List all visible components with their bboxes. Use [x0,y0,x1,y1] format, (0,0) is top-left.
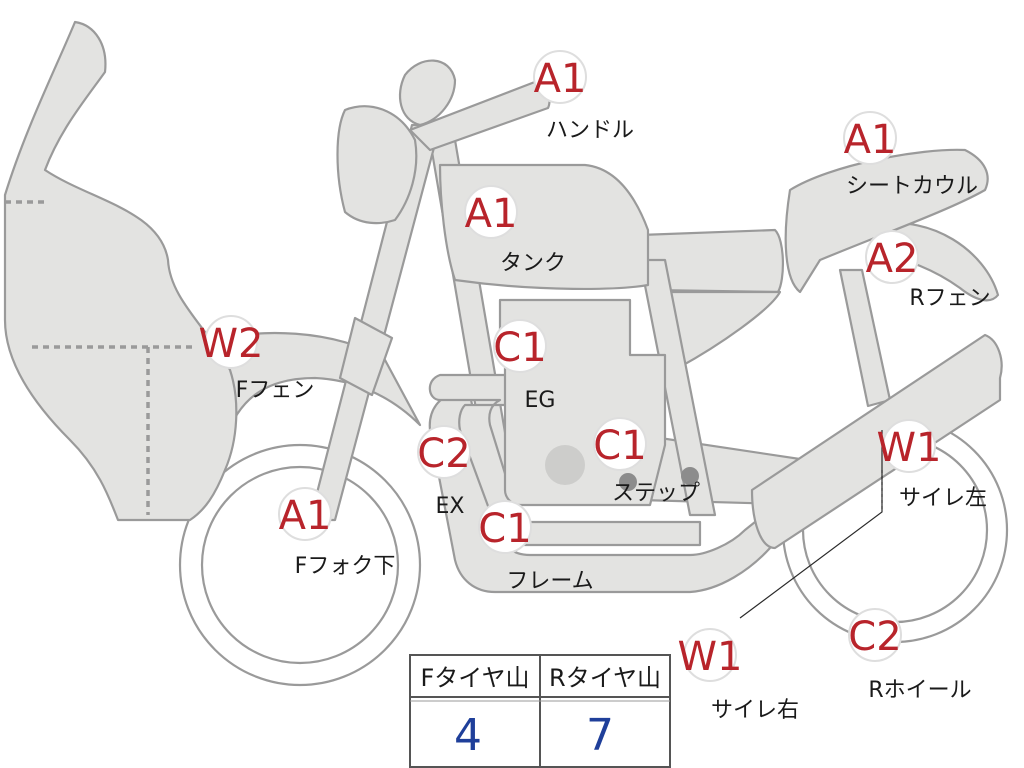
damage-code: W1 [678,634,743,680]
part-name: シートカウル [846,174,978,199]
part-name: Fフォク下 [295,554,396,579]
part-name: サイレ左 [899,486,987,511]
table-header-rear: Rタイヤ山 [549,664,661,692]
label-step: C1 ステップ [593,417,700,506]
code-badge [493,319,547,373]
part-name: Rホイール [868,678,971,703]
part-name: EG [525,388,556,413]
part-name: フレーム [506,569,593,594]
part-name: ステップ [612,481,700,506]
code-badge [533,50,587,104]
code-badge [683,628,737,682]
label-muffler-left: W1 サイレ左 [877,419,987,511]
damage-code: A1 [844,117,897,163]
step-peg-left [619,473,637,491]
part-name: EX [436,494,465,519]
front-wheel-inner [200,465,400,665]
front-fairing-shape [3,20,238,522]
label-r-wheel: C2 Rホイール [848,608,972,703]
damage-code: C1 [493,325,546,371]
damage-code: W1 [877,425,942,471]
part-name: Fフェン [236,378,315,403]
code-badge [593,417,647,471]
label-r-fender: A2 Rフェン [865,230,991,311]
damage-code: W2 [199,321,264,367]
code-badge [204,315,258,369]
frame-rail-shape [638,258,717,517]
label-engine: C1 EG [493,319,556,413]
label-tank: A1 タンク [464,185,566,276]
label-frame: C1 フレーム [478,500,594,594]
label-f-fork: A1 Fフォク下 [278,487,396,579]
part-name: Rフェン [909,286,990,311]
damage-code: C1 [593,423,646,469]
mirror-shape [398,59,457,127]
code-badge [882,419,936,473]
motorcycle-silhouette [3,20,1009,687]
code-badge [848,608,902,662]
label-muffler-right: W1 サイレ右 [678,628,799,723]
engine-cover-circle [545,445,585,485]
seat-cowl-shape [784,148,989,294]
damage-code: C1 [478,506,531,552]
code-badge [843,111,897,165]
code-badge [278,487,332,541]
part-name: サイレ右 [711,698,799,723]
rear-subframe-shape [838,268,892,408]
code-badge [865,230,919,284]
damage-code: A1 [465,191,518,237]
code-badge [464,185,518,239]
damage-code: C2 [848,614,901,660]
muffler-leader-line [739,430,883,619]
label-handle: A1 ハンドル [533,50,634,143]
muffler-shape [750,333,1003,550]
table-value-front: 4 [454,710,482,761]
damage-code: C2 [417,431,470,477]
label-exhaust: C2 EX [417,425,471,519]
damage-code: A1 [534,56,587,102]
label-f-fender: W2 Fフェン [199,315,315,403]
damage-code: A2 [866,236,919,282]
fork-guard-shape [338,316,394,397]
damage-code: A1 [279,493,332,539]
step-peg-right [681,467,699,485]
front-wheel [178,443,422,687]
part-name: タンク [500,251,566,276]
code-badge [417,425,471,479]
table-value-rear: 7 [586,710,614,761]
tire-tread-table: Fタイヤ山 Rタイヤ山 4 7 [409,654,671,768]
table-header-front: Fタイヤ山 [420,664,529,692]
headlight-shape [336,105,418,225]
label-seat-cowl: A1 シートカウル [843,111,978,199]
part-name: ハンドル [546,118,634,143]
code-badge [478,500,532,554]
